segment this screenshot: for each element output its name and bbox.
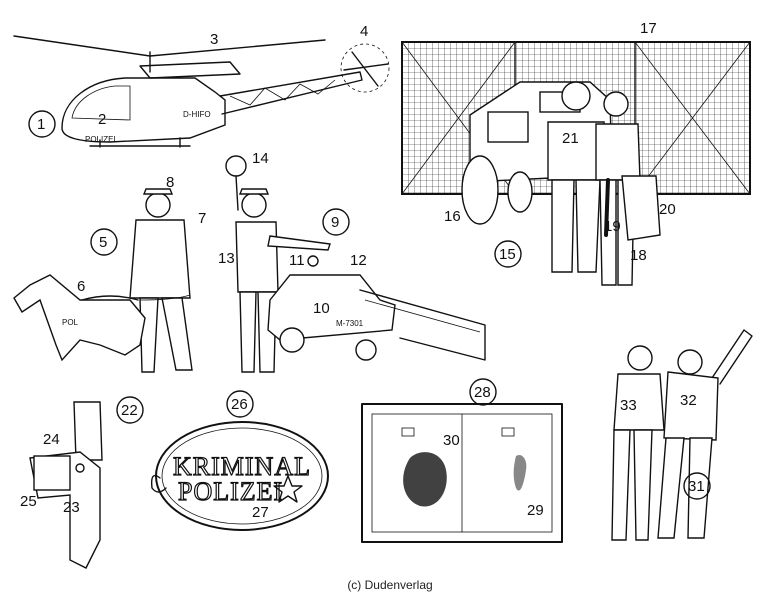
label-11: 11 — [289, 252, 305, 269]
label-7: 7 — [198, 210, 206, 227]
label-29: 29 — [527, 502, 544, 519]
kripo-line-2: POLIZEI — [178, 477, 283, 506]
holster-with-pistol — [29, 401, 103, 569]
label-22: 22 — [121, 402, 138, 419]
label-10: 10 — [313, 300, 330, 317]
copyright-caption: (c) Dudenverlag — [347, 578, 433, 592]
label-9: 9 — [331, 214, 339, 231]
label-30: 30 — [443, 432, 460, 449]
label-27: 27 — [252, 504, 269, 521]
label-1: 1 — [37, 116, 45, 133]
label-4: 4 — [360, 23, 368, 40]
label-14: 14 — [252, 150, 269, 167]
label-19: 19 — [604, 218, 621, 235]
label-6: 6 — [77, 278, 85, 295]
label-12: 12 — [350, 252, 367, 269]
label-13: 13 — [218, 250, 235, 267]
fingerprint-card — [361, 403, 563, 543]
label-32: 32 — [680, 392, 697, 409]
label-33: 33 — [620, 397, 637, 414]
dog-vest-text: POL — [62, 318, 79, 327]
label-31: 31 — [688, 478, 705, 495]
label-5: 5 — [99, 234, 107, 251]
callout-labels: 1 2 3 4 5 6 7 8 9 10 11 12 13 14 15 16 1… — [20, 20, 711, 521]
car-plate-text: M-7301 — [336, 319, 364, 328]
helicopter: POLIZEI D-HIFO — [13, 35, 390, 148]
label-28: 28 — [474, 384, 491, 401]
frisking-scene — [611, 329, 753, 541]
kripo-badge: KRIMINAL POLIZEI — [150, 421, 329, 531]
label-21: 21 — [562, 130, 579, 147]
label-26: 26 — [231, 396, 248, 413]
heli-registration-text: D-HIFO — [183, 110, 211, 119]
label-17: 17 — [640, 20, 657, 37]
dog-handler-and-dog: POL — [13, 188, 193, 373]
riot-officers — [547, 81, 661, 286]
traffic-officer-and-police-car: M-7301 — [225, 155, 486, 373]
label-16: 16 — [444, 208, 461, 225]
label-24: 24 — [43, 431, 60, 448]
label-20: 20 — [659, 201, 676, 218]
label-25: 25 — [20, 493, 37, 510]
heli-side-text: POLIZEI — [85, 135, 116, 144]
label-3: 3 — [210, 31, 218, 48]
label-2: 2 — [98, 111, 106, 128]
label-15: 15 — [499, 246, 516, 263]
kripo-line-1: KRIMINAL — [173, 452, 311, 481]
label-8: 8 — [166, 174, 174, 191]
label-18: 18 — [630, 247, 647, 264]
label-23: 23 — [63, 499, 80, 516]
